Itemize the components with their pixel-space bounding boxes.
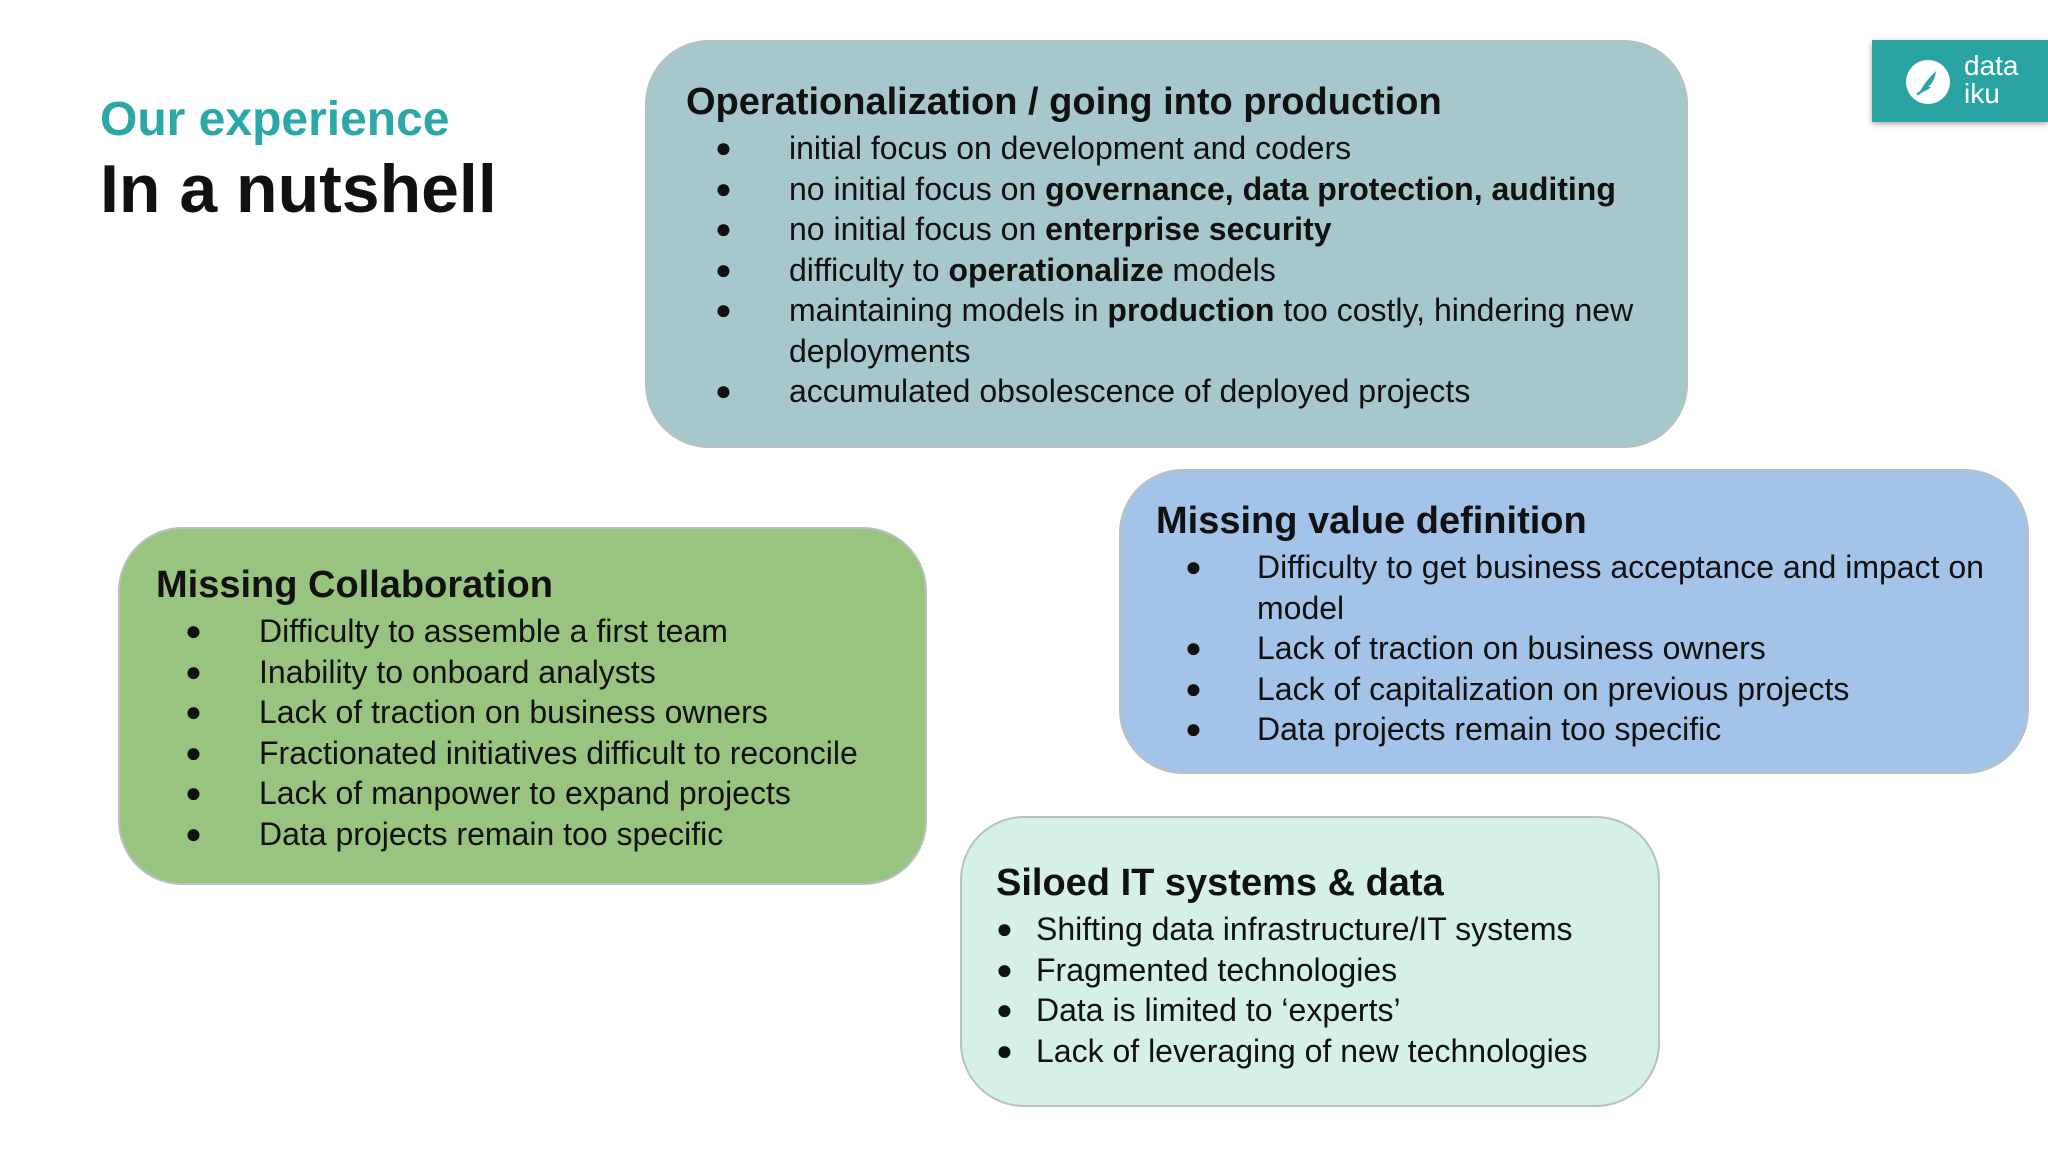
card-missing-collaboration: Missing Collaboration ● Difficulty to as… bbox=[118, 527, 927, 885]
item-text: Data projects remain too specific bbox=[1257, 711, 1722, 747]
bullet-icon: ● bbox=[996, 1034, 1013, 1066]
card-title: Missing value definition bbox=[1156, 500, 1587, 542]
item-text: no initial focus on bbox=[789, 211, 1046, 247]
item-emphasis: production bbox=[1107, 292, 1275, 328]
item-text: maintaining models in bbox=[789, 292, 1108, 328]
card-siloed-it-systems: Siloed IT systems & data ● Shifting data… bbox=[960, 816, 1660, 1107]
bullet-icon: ● bbox=[715, 375, 732, 406]
card-operationalization: Operationalization / going into producti… bbox=[645, 40, 1688, 448]
bullet-icon: ● bbox=[715, 132, 732, 163]
item-text: Shifting data infrastructure/IT systems bbox=[1036, 911, 1573, 947]
item-text: difficulty to bbox=[789, 251, 949, 288]
item-text: Lack of capitalization on previous proje… bbox=[1257, 670, 1850, 707]
slide-title: In a nutshell bbox=[100, 151, 497, 227]
list-item: ● Lack of traction on business owners bbox=[1156, 628, 1997, 669]
item-emphasis: enterprise security bbox=[1045, 211, 1332, 247]
item-text: accumulated obsolescence of deployed pro… bbox=[789, 373, 1471, 409]
list-item: ● Fragmented technologies bbox=[996, 950, 1628, 991]
card-title: Siloed IT systems & data bbox=[996, 862, 1444, 904]
bullet-list: ● initial focus on development and coder… bbox=[686, 128, 1646, 412]
bullet-icon: ● bbox=[715, 172, 732, 204]
bullet-icon: ● bbox=[996, 913, 1013, 944]
item-text: Lack of manpower to expand projects bbox=[259, 775, 791, 811]
list-item: ● initial focus on development and coder… bbox=[686, 128, 1646, 169]
bullet-icon: ● bbox=[715, 213, 732, 244]
bullet-list: ● Difficulty to assemble a first team ● … bbox=[156, 611, 895, 854]
bullet-icon: ● bbox=[185, 777, 202, 808]
list-item: ● Data is limited to ‘experts’ bbox=[996, 990, 1628, 1031]
bullet-icon: ● bbox=[1185, 551, 1202, 582]
dataiku-logo: data iku bbox=[1872, 40, 2048, 122]
list-item: ● Difficulty to assemble a first team bbox=[156, 611, 895, 652]
list-item: ● Data projects remain too specific bbox=[1156, 709, 1997, 750]
item-text: Lack of traction on business owners bbox=[1257, 630, 1766, 666]
bullet-icon: ● bbox=[185, 696, 202, 727]
bullet-icon: ● bbox=[715, 253, 732, 285]
bullet-icon: ● bbox=[185, 615, 202, 646]
item-text: models bbox=[1163, 251, 1276, 288]
item-emphasis: governance, data protection, auditing bbox=[1045, 170, 1616, 207]
item-text: Fragmented technologies bbox=[1036, 951, 1398, 988]
logo-text: data iku bbox=[1964, 50, 2019, 109]
item-text: Difficulty to assemble a first team bbox=[259, 613, 728, 649]
item-text: Lack of traction on business owners bbox=[259, 694, 768, 730]
item-text: initial focus on development and coders bbox=[789, 130, 1352, 166]
item-text: too costly, hindering new deployments bbox=[789, 292, 1634, 369]
list-item: ● Data projects remain too specific bbox=[156, 814, 895, 855]
list-item: ● Lack of leveraging of new technologies bbox=[996, 1031, 1628, 1072]
item-text: no initial focus on bbox=[789, 170, 1046, 207]
list-item: ● Shifting data infrastructure/IT system… bbox=[996, 909, 1628, 950]
card-title: Operationalization / going into producti… bbox=[686, 81, 1442, 123]
list-item: ● no initial focus on enterprise securit… bbox=[686, 209, 1646, 250]
list-item: ● Lack of manpower to expand projects bbox=[156, 773, 895, 814]
list-item: ● no initial focus on governance, data p… bbox=[686, 169, 1646, 210]
list-item: ● accumulated obsolescence of deployed p… bbox=[686, 371, 1646, 412]
item-text: Difficulty to get business acceptance an… bbox=[1257, 549, 1984, 626]
item-text: Lack of leveraging of new technologies bbox=[1036, 1032, 1588, 1069]
bullet-icon: ● bbox=[715, 294, 732, 325]
list-item: ● Lack of traction on business owners bbox=[156, 692, 895, 733]
item-emphasis: operationalize bbox=[948, 251, 1164, 288]
bullet-icon: ● bbox=[185, 736, 202, 768]
bullet-list: ● Shifting data infrastructure/IT system… bbox=[996, 909, 1628, 1071]
bullet-list: ● Difficulty to get business acceptance … bbox=[1156, 547, 1997, 750]
bullet-icon: ● bbox=[996, 994, 1013, 1025]
slide-subtitle: Our experience bbox=[100, 93, 450, 146]
bullet-icon: ● bbox=[1185, 713, 1202, 744]
card-missing-value-definition: Missing value definition ● Difficulty to… bbox=[1119, 469, 2029, 774]
list-item: ● Inability to onboard analysts bbox=[156, 652, 895, 693]
item-text: Fractionated initiatives difficult to re… bbox=[259, 734, 858, 771]
bird-icon bbox=[1906, 60, 1950, 104]
list-item: ● Difficulty to get business acceptance … bbox=[1156, 547, 1997, 628]
list-item: ● difficulty to operationalize models bbox=[686, 250, 1646, 291]
list-item: ● Lack of capitalization on previous pro… bbox=[1156, 669, 1997, 710]
bullet-icon: ● bbox=[185, 655, 202, 687]
bullet-icon: ● bbox=[996, 953, 1013, 985]
item-text: Data is limited to ‘experts’ bbox=[1036, 992, 1401, 1028]
bullet-icon: ● bbox=[1185, 632, 1202, 663]
item-text: Inability to onboard analysts bbox=[259, 653, 656, 690]
item-text: Data projects remain too specific bbox=[259, 815, 724, 852]
bullet-icon: ● bbox=[185, 817, 202, 849]
bullet-icon: ● bbox=[1185, 672, 1202, 704]
list-item: ● Fractionated initiatives difficult to … bbox=[156, 733, 895, 774]
card-title: Missing Collaboration bbox=[156, 564, 553, 606]
list-item: ● maintaining models in production too c… bbox=[686, 290, 1646, 371]
